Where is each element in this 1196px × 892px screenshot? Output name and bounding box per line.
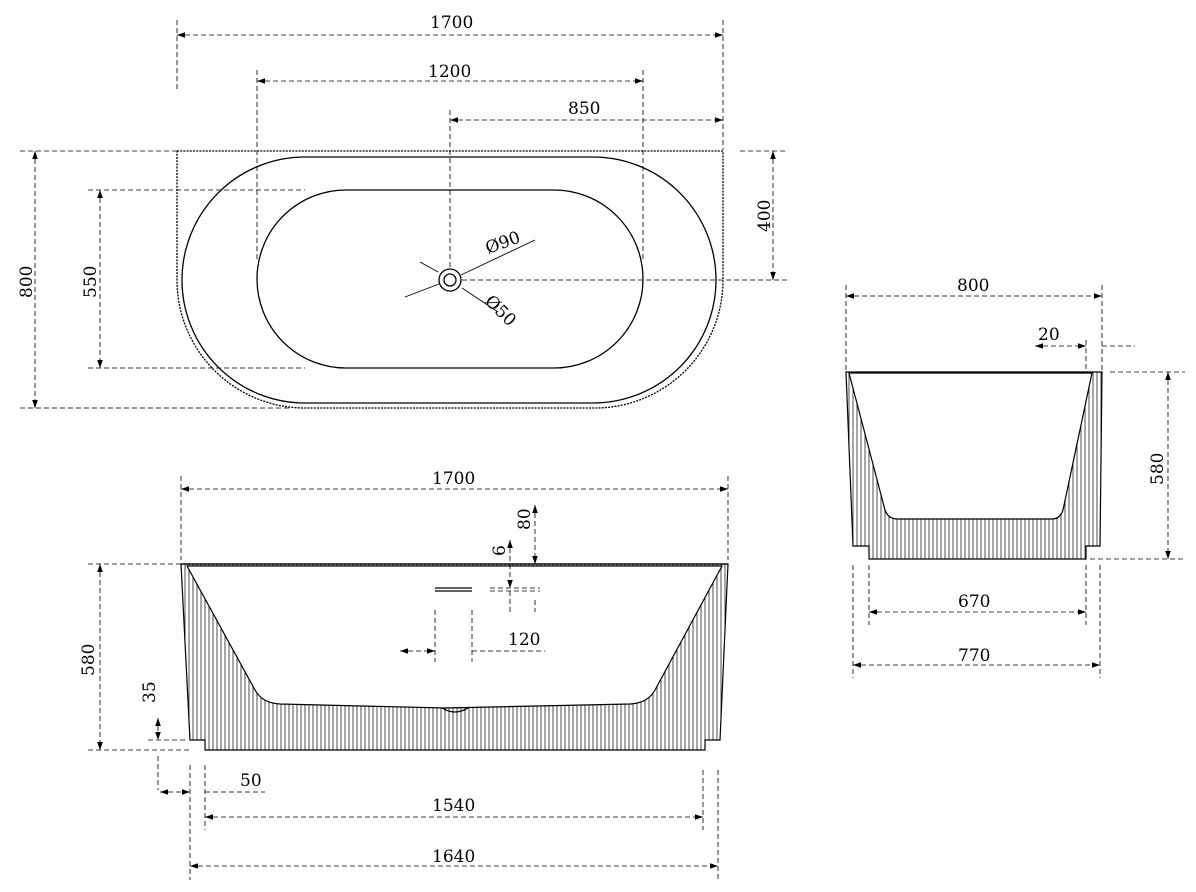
dim-front-1700: 1700 bbox=[432, 469, 475, 489]
overflow-slot bbox=[435, 587, 472, 592]
drain-inner bbox=[443, 273, 457, 287]
dim-top-550: 550 bbox=[81, 266, 101, 298]
front-hatched-shell bbox=[180, 563, 729, 751]
dim-top-850: 850 bbox=[568, 99, 600, 119]
dim-side-20: 20 bbox=[1038, 325, 1060, 345]
dim-top-400: 400 bbox=[755, 200, 775, 232]
dim-top-800: 800 bbox=[17, 266, 37, 298]
drain-outer bbox=[438, 268, 462, 292]
dim-side-770: 770 bbox=[958, 646, 990, 666]
dim-front-50: 50 bbox=[240, 771, 262, 791]
dimension-line bbox=[419, 261, 439, 273]
dim-front-1540: 1540 bbox=[432, 796, 475, 816]
side-hatched-shell bbox=[845, 371, 1103, 560]
dim-front-35: 35 bbox=[140, 681, 160, 703]
side-view bbox=[845, 371, 1103, 560]
top-view bbox=[176, 150, 724, 409]
dim-front-6: 6 bbox=[490, 545, 510, 556]
dim-drain-90: Ø90 bbox=[483, 228, 523, 259]
dimension-line bbox=[404, 283, 440, 298]
dimension-line bbox=[461, 287, 499, 313]
front-drain bbox=[441, 707, 469, 713]
tub-outer-outline bbox=[176, 150, 724, 409]
dim-front-80: 80 bbox=[515, 508, 535, 530]
dim-top-1700: 1700 bbox=[430, 13, 473, 33]
dim-drain-50: Ø50 bbox=[480, 291, 519, 330]
front-view bbox=[180, 563, 729, 751]
dim-side-580: 580 bbox=[1148, 453, 1168, 485]
dim-front-580: 580 bbox=[79, 644, 99, 676]
dimension-lines bbox=[20, 20, 1185, 880]
dim-front-1640: 1640 bbox=[432, 847, 475, 867]
dim-top-1200: 1200 bbox=[428, 62, 471, 82]
dim-front-120: 120 bbox=[508, 630, 540, 650]
tub-rim bbox=[181, 156, 717, 404]
dim-side-800: 800 bbox=[957, 276, 989, 296]
dimension-line bbox=[460, 239, 536, 276]
dim-side-670: 670 bbox=[958, 592, 990, 612]
